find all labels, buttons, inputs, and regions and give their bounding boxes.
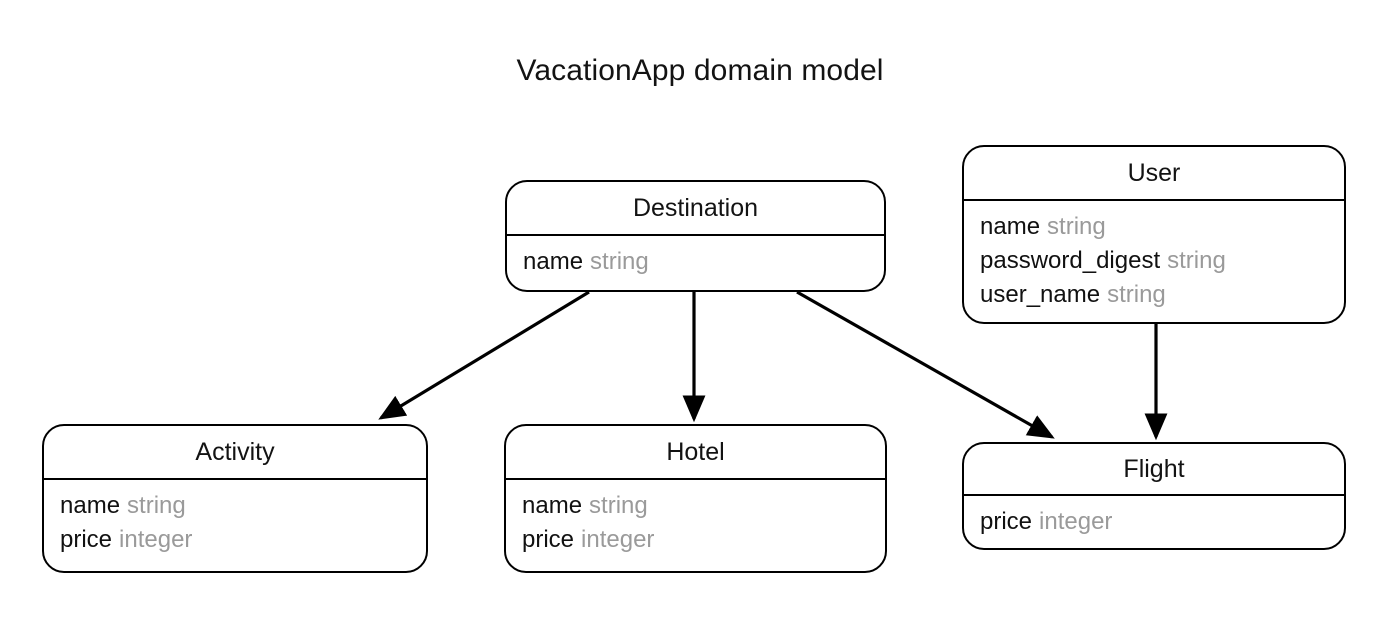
field-name: password_digest xyxy=(980,247,1161,274)
field-type: string xyxy=(590,248,649,275)
entity-activity-title: Activity xyxy=(44,426,426,480)
field-type: integer xyxy=(1039,508,1113,535)
entity-user-title: User xyxy=(964,147,1344,201)
entity-destination-title: Destination xyxy=(507,182,884,236)
field-name: price xyxy=(522,526,575,553)
field-type: string xyxy=(127,492,186,519)
field-type: string xyxy=(1107,281,1166,308)
edge-destination-activity xyxy=(378,290,590,420)
field-type: integer xyxy=(119,526,193,553)
field-type: string xyxy=(1047,213,1106,240)
field-name: name xyxy=(522,492,583,519)
field-type: string xyxy=(589,492,648,519)
diagram-title: VacationApp domain model xyxy=(516,54,884,87)
field-name: name xyxy=(980,213,1041,240)
entity-hotel-title: Hotel xyxy=(506,426,885,480)
field-name: price xyxy=(980,508,1033,535)
field-type: integer xyxy=(581,526,655,553)
field-type: string xyxy=(1167,247,1226,274)
entity-flight-title: Flight xyxy=(964,444,1344,496)
field-name: price xyxy=(60,526,113,553)
field-name: name xyxy=(60,492,121,519)
field-name: user_name xyxy=(980,281,1101,308)
field-name: name xyxy=(523,248,584,275)
